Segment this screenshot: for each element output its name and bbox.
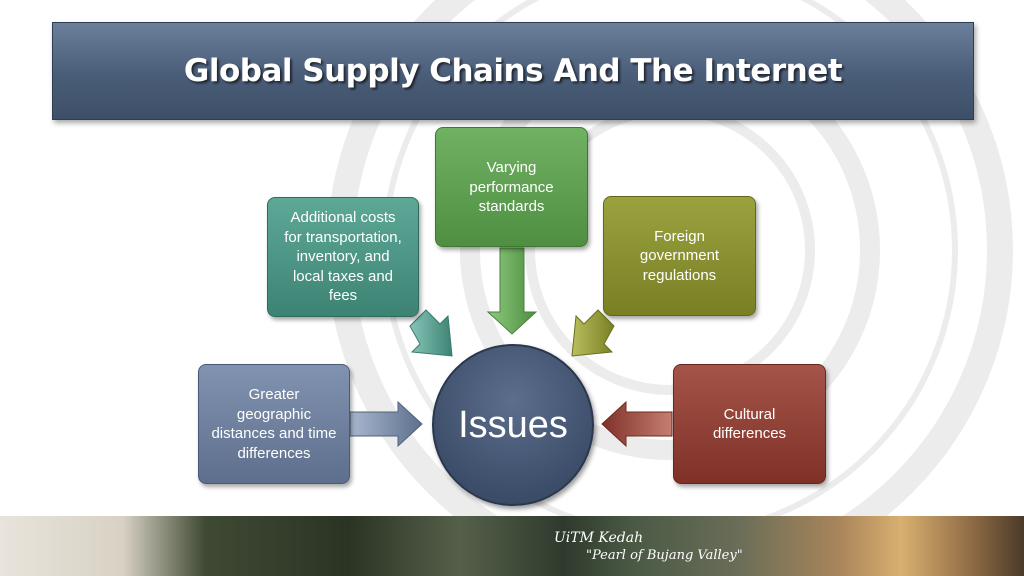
arrow-varying-to-issues xyxy=(486,247,538,335)
node-text-line: geographic xyxy=(236,405,312,423)
node-text-line: Foreign xyxy=(654,227,705,245)
node-text-line: inventory, and xyxy=(296,248,390,266)
node-text-line: Additional costs xyxy=(290,209,396,227)
node-text-line: local taxes and xyxy=(292,267,394,285)
node-text-line: Cultural xyxy=(723,405,776,423)
node-geographic-distances: Greater geographic distances and time di… xyxy=(198,364,350,484)
title-banner: Global Supply Chains And The Internet xyxy=(52,22,974,120)
node-varying-standards: Varying performance standards xyxy=(435,127,588,247)
node-text-line: differences xyxy=(237,444,311,462)
footer-tagline: "Pearl of Bujang Valley" xyxy=(586,548,743,563)
node-text-line: Varying xyxy=(486,159,537,176)
node-text-line: performance xyxy=(469,178,554,196)
footer-campus-name: UiTM Kedah xyxy=(554,530,644,546)
node-text-line: regulations xyxy=(642,266,717,284)
footer-photo-banner: UiTM Kedah "Pearl of Bujang Valley" xyxy=(0,516,1024,576)
slide-title: Global Supply Chains And The Internet xyxy=(183,53,843,89)
node-additional-costs: Additional costs for transportation, inv… xyxy=(267,197,419,317)
node-text-line: government xyxy=(639,247,720,265)
node-text-line: Greater xyxy=(248,386,300,403)
node-foreign-regulations: Foreign government regulations xyxy=(603,196,756,316)
arrow-foreign-to-issues xyxy=(571,309,615,357)
node-text-line: differences xyxy=(712,425,787,442)
arrow-geographic-to-issues xyxy=(349,400,423,448)
node-text-line: standards xyxy=(478,198,545,215)
arrow-costs-to-issues xyxy=(409,309,453,357)
node-text-line: fees xyxy=(328,287,358,305)
node-text-line: distances and time xyxy=(211,425,337,442)
arrow-cultural-to-issues xyxy=(601,400,673,448)
node-cultural-differences: Cultural differences xyxy=(673,364,826,484)
center-label: Issues xyxy=(458,403,568,446)
center-node-issues: Issues xyxy=(432,344,594,506)
node-text-line: for transportation, xyxy=(284,228,402,246)
